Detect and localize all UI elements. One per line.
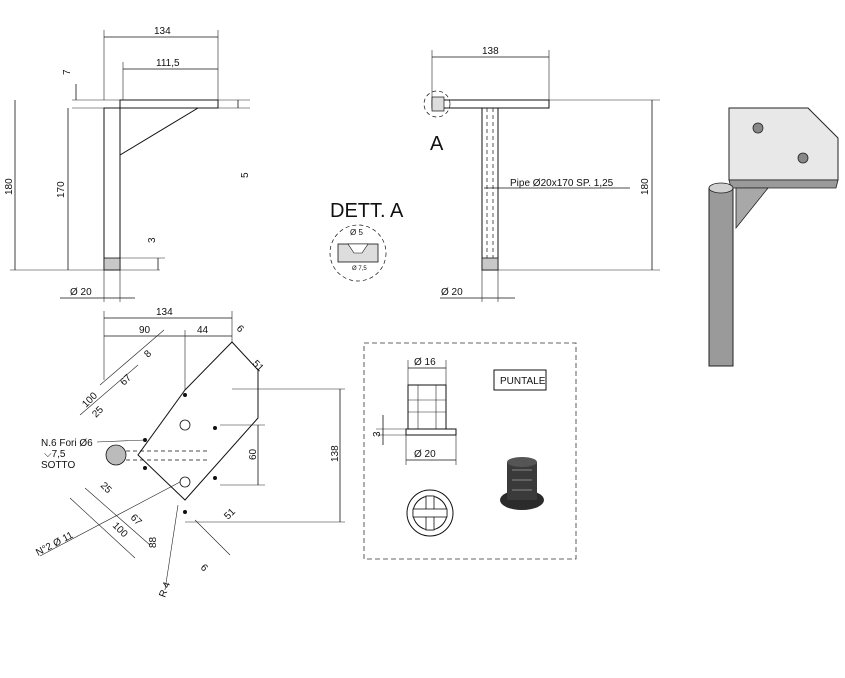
dim-top-90: 90: [139, 325, 151, 336]
pipe-note: Pipe Ø20x170 SP. 1,25: [510, 178, 614, 189]
dim-radius: R 4: [157, 580, 173, 599]
dim-side-height: 180: [4, 178, 15, 195]
puntale-frame: [363, 342, 577, 560]
dim-side-foot: 3: [147, 237, 158, 243]
dim-top-51b: 51: [222, 506, 238, 522]
dim-side-width: 134: [154, 26, 171, 37]
holes-note-3: SOTTO: [41, 460, 75, 471]
dim-top-67b: 67: [128, 512, 144, 528]
dim-side-plate-thickness: 7: [62, 69, 73, 75]
dim-detail-hole: Ø 5: [350, 228, 363, 237]
dim-side-plate-offset: 5: [240, 172, 251, 178]
holes-11-note: N°2 Ø 11: [34, 530, 75, 559]
iso-gusset: [735, 187, 769, 230]
side-pipe: [103, 107, 121, 271]
dim-side-pipe-height: 170: [56, 181, 67, 198]
dim-top-8a: 8: [142, 348, 154, 360]
iso-plate: [728, 107, 839, 181]
dim-front-height: 180: [640, 178, 651, 195]
holes-note-2: ⌵7,5: [44, 449, 66, 460]
dim-top-44: 44: [197, 325, 209, 336]
puntale-label-box: [493, 369, 547, 391]
dim-puntale-top: Ø 16: [414, 357, 436, 368]
dim-front-pipe-diameter: Ø 20: [441, 287, 463, 298]
puntale-box: PUNTALE Ø 16 3 Ø 20: [363, 342, 577, 560]
dim-top-6b: 6: [198, 562, 210, 574]
puntale-label: PUNTALE: [500, 376, 546, 387]
dim-puntale-height: 3: [372, 431, 383, 437]
dim-top-25a: 25: [90, 404, 106, 420]
side-plate: [119, 99, 219, 109]
dim-top-25b: 25: [98, 480, 114, 496]
top-view: 134 90 44 6 51 8 67 100 25 N.6 Fori Ø6 ⌵…: [34, 307, 345, 599]
dim-front-width: 138: [482, 46, 499, 57]
holes-note-1: N.6 Fori Ø6: [41, 438, 93, 449]
dim-top-width: 134: [156, 307, 173, 318]
isometric-view: [708, 107, 839, 367]
iso-pipe: [708, 187, 734, 367]
dim-side-plate-width: 111,5: [156, 58, 180, 69]
side-view: 134 111,5 7 180 170 5 3 Ø 20: [4, 26, 251, 302]
detail-a: DETT. A Ø 5 Ø 7,5: [329, 200, 404, 282]
top-pipe-section: [105, 444, 127, 466]
dim-top-88: 88: [148, 536, 159, 548]
detail-a-marker: [423, 90, 451, 118]
dim-top-6a: 6: [234, 323, 246, 335]
top-plate-outline: [137, 341, 259, 501]
side-gusset: [119, 107, 200, 156]
side-foot: [103, 257, 121, 271]
detail-title: DETT. A: [330, 200, 404, 222]
dim-puntale-base: Ø 20: [414, 449, 436, 460]
dim-top-60: 60: [248, 448, 259, 460]
detail-a-label: A: [430, 133, 444, 155]
dim-side-pipe-diameter: Ø 20: [70, 287, 92, 298]
dim-top-138: 138: [330, 445, 341, 462]
dim-detail-countersink: Ø 7,5: [352, 266, 367, 272]
front-pipe: [481, 107, 499, 271]
front-view: A 138 180 Pipe Ø20x170 SP. 1,25 Ø 20: [423, 46, 660, 302]
